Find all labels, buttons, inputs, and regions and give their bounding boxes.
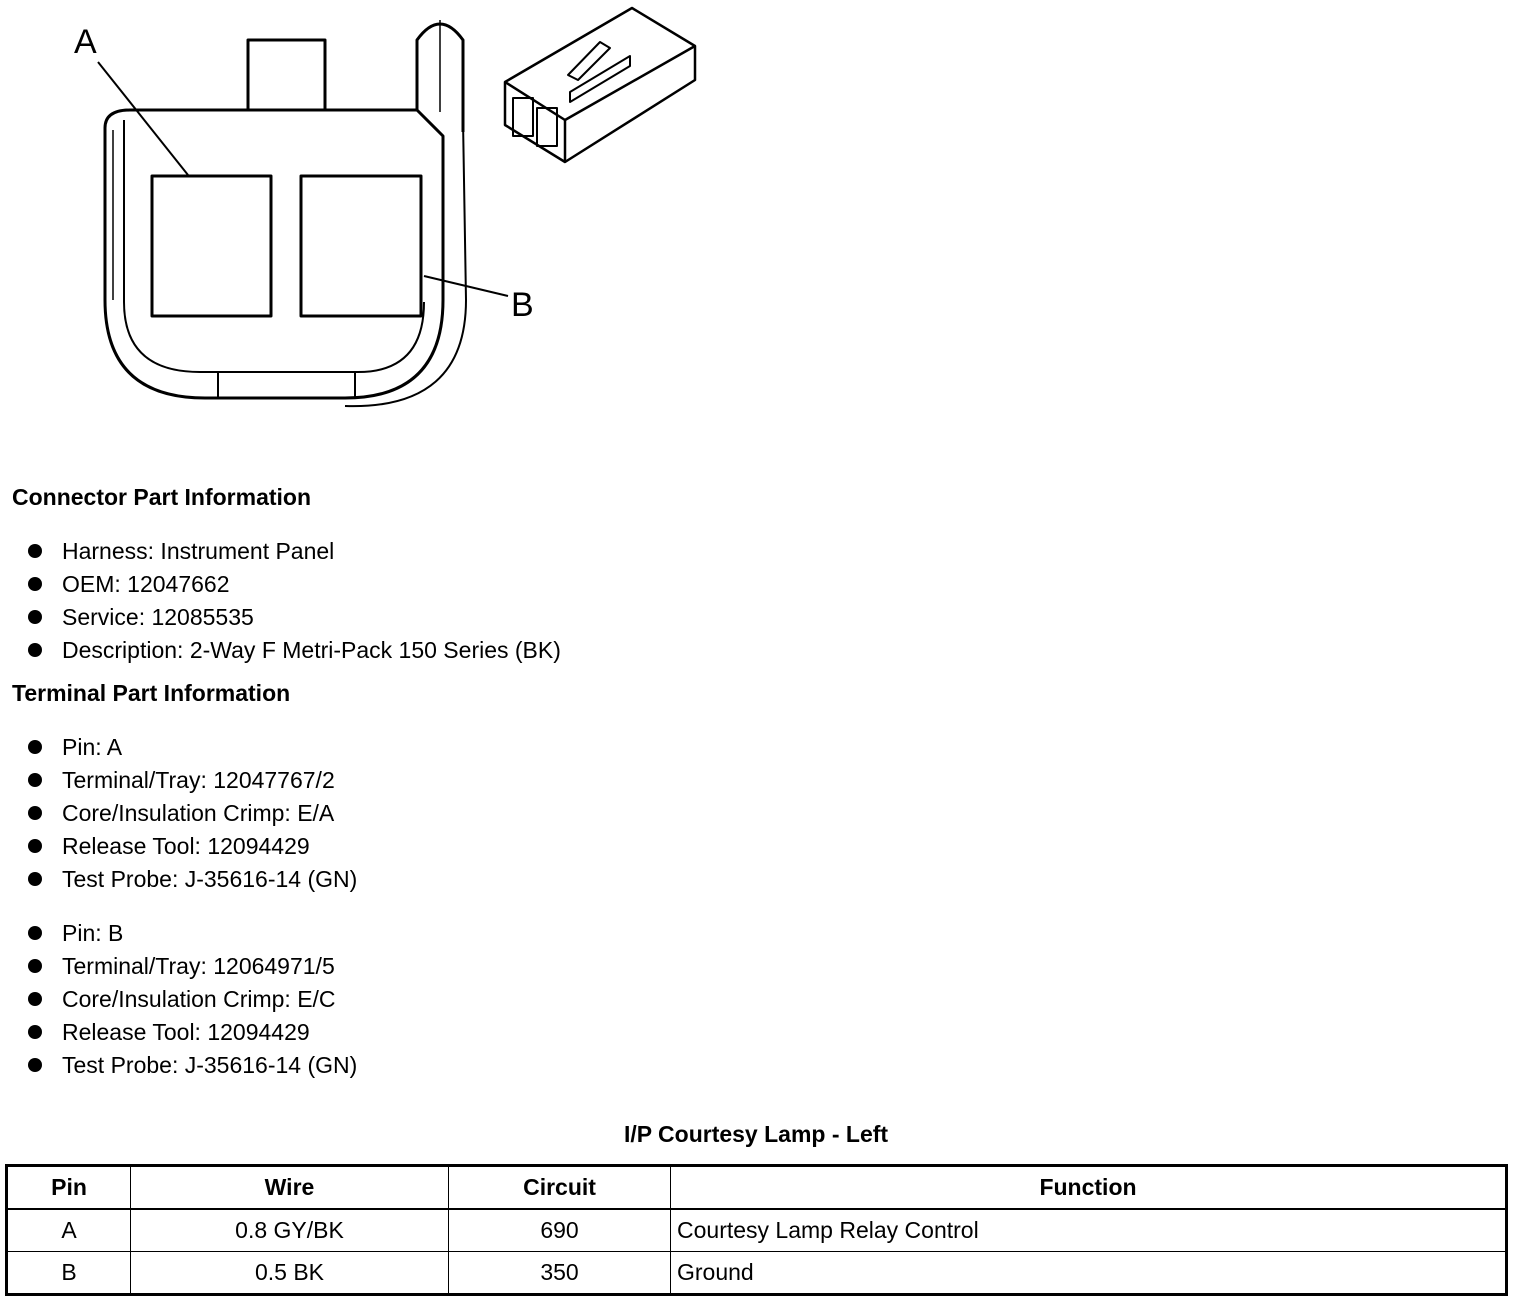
leader-b [423,275,509,297]
cell-pin: B [6,1251,131,1295]
list-item: Service: 12085535 [28,601,561,634]
bullet-icon [28,577,42,591]
list-item: OEM: 12047662 [28,568,561,601]
label-pin-b: B [511,286,534,324]
list-item: Release Tool: 12094429 [28,830,357,863]
cavity-a [150,174,273,318]
column-header-pin: Pin [6,1165,131,1210]
bullet-icon [28,992,42,1006]
list-item: Harness: Instrument Panel [28,535,561,568]
table-title: I/P Courtesy Lamp - Left [623,1121,889,1147]
bullet-icon [28,926,42,940]
bullet-icon [28,773,42,787]
list-item: Pin: B [28,917,357,950]
pin-table: Pin Wire Circuit Function A 0.8 GY/BK 69… [5,1164,1508,1296]
list-item: Pin: A [28,731,357,764]
list-item: Test Probe: J-35616-14 (GN) [28,1049,357,1082]
bullet-icon [28,1025,42,1039]
column-header-function: Function [670,1165,1507,1210]
table-row: A 0.8 GY/BK 690 Courtesy Lamp Relay Cont… [6,1208,1507,1252]
latch [344,20,467,408]
bullet-icon [28,544,42,558]
terminal-info-heading: Terminal Part Information [12,680,291,706]
cell-pin: A [6,1208,131,1252]
leader-a [97,61,189,176]
cell-function: Ground [670,1251,1507,1295]
bullet-icon [28,839,42,853]
cavity-b [299,174,423,318]
list-item: Release Tool: 12094429 [28,1016,357,1049]
table-header-row: Pin Wire Circuit Function [6,1165,1507,1210]
cell-wire: 0.5 BK [130,1251,449,1295]
list-item: Description: 2-Way F Metri-Pack 150 Seri… [28,634,561,667]
list-item: Terminal/Tray: 12064971/5 [28,950,357,983]
bullet-icon [28,959,42,973]
pin-a-info-list: Pin: A Terminal/Tray: 12047767/2 Core/In… [28,731,357,896]
bullet-icon [28,1058,42,1072]
cell-wire: 0.8 GY/BK [130,1208,449,1252]
connector-info-heading: Connector Part Information [12,484,312,510]
pin-b-info-list: Pin: B Terminal/Tray: 12064971/5 Core/In… [28,917,357,1082]
cell-circuit: 690 [448,1208,671,1252]
column-header-circuit: Circuit [448,1165,671,1210]
list-item: Test Probe: J-35616-14 (GN) [28,863,357,896]
bullet-icon [28,610,42,624]
cell-circuit: 350 [448,1251,671,1295]
lock-tab [246,38,327,112]
list-item: Core/Insulation Crimp: E/C [28,983,357,1016]
column-header-wire: Wire [130,1165,449,1210]
table-row: B 0.5 BK 350 Ground [6,1251,1507,1295]
connector-iso-view [503,6,697,164]
bullet-icon [28,643,42,657]
bullet-icon [28,872,42,886]
bullet-icon [28,740,42,754]
label-pin-a: A [74,23,97,61]
list-item: Terminal/Tray: 12047767/2 [28,764,357,797]
cell-function: Courtesy Lamp Relay Control [670,1208,1507,1252]
connector-diagram: A B [74,6,697,408]
bullet-icon [28,806,42,820]
connector-face [103,108,445,400]
list-item: Core/Insulation Crimp: E/A [28,797,357,830]
connector-info-list: Harness: Instrument Panel OEM: 12047662 … [28,535,561,667]
